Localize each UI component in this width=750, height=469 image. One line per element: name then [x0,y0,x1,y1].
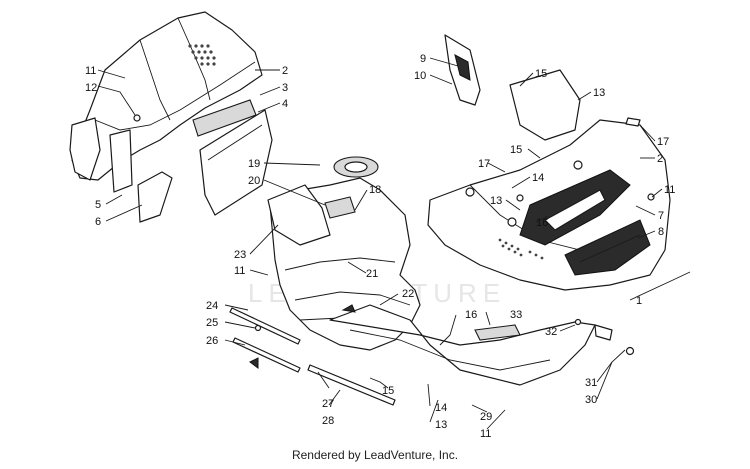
callout-label: 13 [435,419,447,431]
callout-label: 18 [369,184,381,196]
callout-label: 15 [510,144,522,156]
callout-label: 10 [414,70,426,82]
callout-label: 27 [322,398,334,410]
callout-label: 6 [95,216,101,228]
callout-label: 15 [382,385,394,397]
callout-label: 28 [322,415,334,427]
callout-label: 11 [234,265,245,277]
callout-label: 11 [480,428,491,440]
callout-label: 7 [658,210,664,222]
trim-strips [229,307,396,406]
vent-holes [188,44,216,66]
callout-label: 32 [545,326,557,338]
grille-holes [498,238,544,260]
callout-label: 22 [402,288,414,300]
callout-label: 13 [593,87,605,99]
callout-labels: 11 12 2 3 4 5 6 19 20 18 23 11 21 22 24 … [85,53,675,440]
callout-label: 21 [366,268,378,280]
callout-label: 13 [490,195,502,207]
callout-label: 30 [585,394,597,406]
callout-label: 8 [658,226,664,238]
callout-label: 26 [206,335,218,347]
callout-label: 17 [657,136,669,148]
callout-label: 20 [248,175,260,187]
callout-label: 12 [85,82,97,94]
callout-label: 2 [282,65,288,77]
callout-label: 33 [510,309,522,321]
footer-credit: Rendered by LeadVenture, Inc. [291,448,459,462]
callout-label: 11 [85,65,96,77]
callout-label: 24 [206,300,218,312]
side-panel-assembly [69,11,273,223]
callout-label: 25 [206,317,218,329]
callout-label: 19 [248,158,260,170]
callout-label: 17 [478,158,490,170]
leader-lines [97,57,691,430]
callout-label: 16 [536,217,548,229]
callout-label: 29 [480,411,492,423]
callout-label: 14 [435,402,447,414]
callout-label: 5 [95,199,101,211]
hood-assembly [427,34,671,356]
callout-label: 14 [532,172,544,184]
belly-pan-assembly [267,156,596,386]
callout-label: 2 [657,153,663,165]
callout-label: 11 [664,184,675,196]
callout-label: 31 [585,377,597,389]
callout-label: 1 [636,295,642,307]
callout-label: 9 [420,53,426,65]
callout-label: 3 [282,82,288,94]
callout-label: 23 [234,249,246,261]
callout-label: 15 [535,68,547,80]
callout-label: 16 [465,309,477,321]
callout-label: 4 [282,98,288,110]
